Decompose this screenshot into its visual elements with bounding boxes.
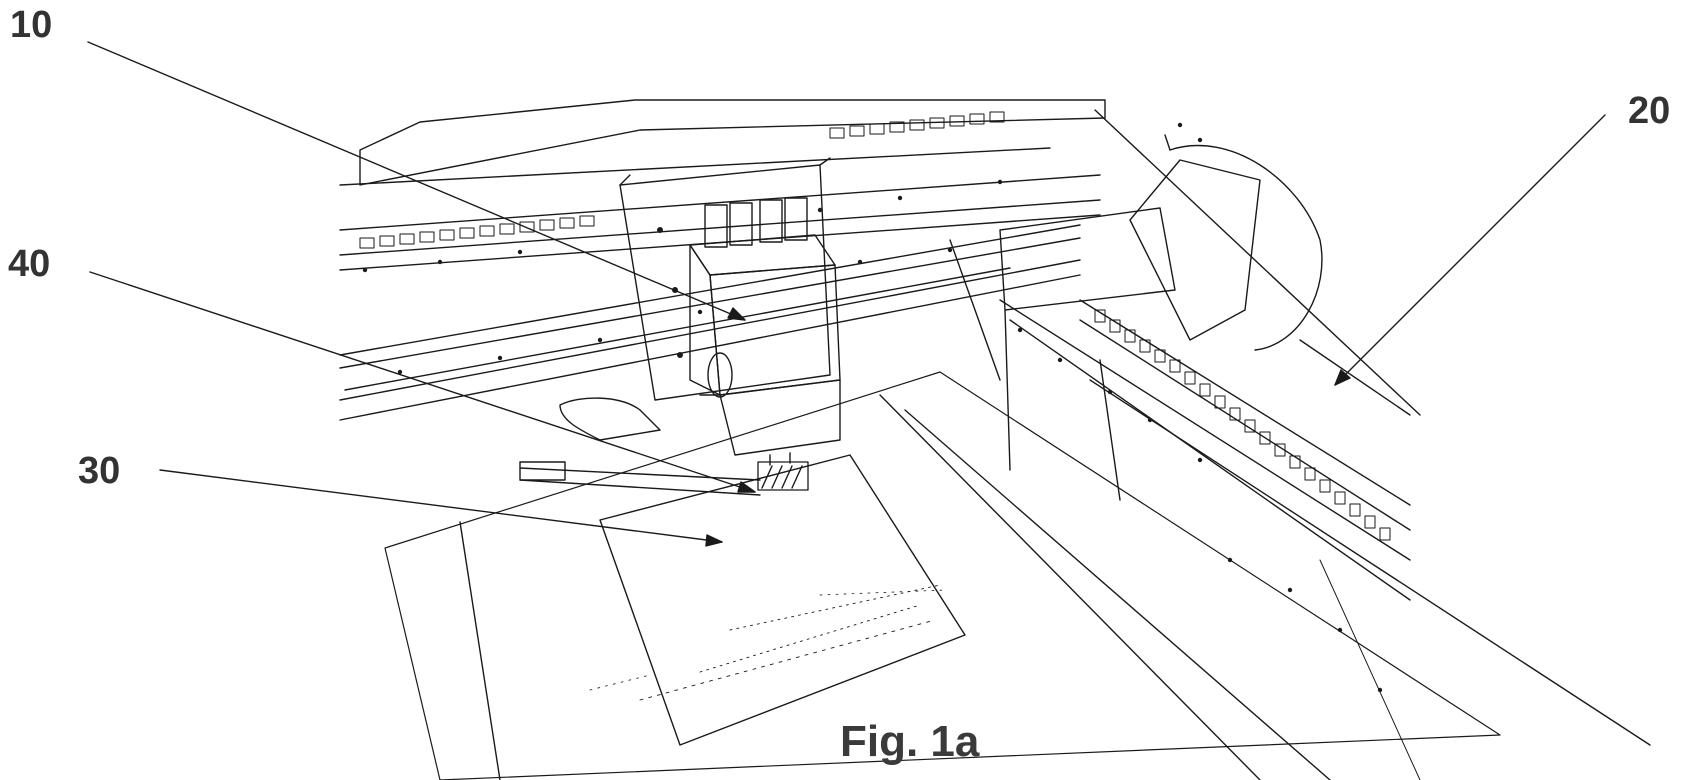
- leader-40: [90, 272, 755, 492]
- gantry-rail: [950, 110, 1420, 692]
- leader-10: [88, 42, 745, 320]
- rear-gantry: [340, 100, 1105, 420]
- base-table: [385, 372, 1650, 780]
- arrowhead-40: [738, 482, 755, 492]
- tool-carriage: [620, 158, 830, 400]
- figure-caption: Fig. 1a: [840, 720, 979, 764]
- workpiece-sheet: [590, 455, 965, 745]
- leader-20: [1335, 115, 1605, 385]
- reference-label-10: 10: [10, 6, 52, 44]
- leader-lines: [88, 42, 1605, 546]
- reference-label-30: 30: [78, 452, 120, 490]
- leader-30: [160, 470, 722, 542]
- tool-head: [560, 235, 840, 455]
- reference-label-40: 40: [8, 245, 50, 283]
- reference-label-20: 20: [1628, 92, 1670, 130]
- arrowhead-10: [728, 308, 745, 320]
- arrowhead-30: [706, 535, 722, 546]
